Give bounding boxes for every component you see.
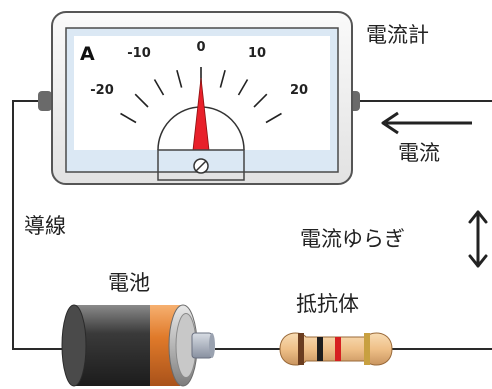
- scale-label-20: 20: [290, 83, 308, 98]
- resistor: [279, 332, 393, 366]
- scale-tick: [237, 79, 249, 96]
- resistor-band-3: [335, 337, 341, 361]
- resistor-label: 抵抗体: [296, 292, 359, 316]
- current-arrow: [381, 111, 472, 135]
- resistor-band-1: [298, 333, 304, 365]
- unit-letter: A: [80, 43, 95, 65]
- scale-tick: [253, 93, 268, 108]
- wire-label: 導線: [24, 214, 66, 238]
- battery-label: 電池: [108, 271, 150, 295]
- scale-tick: [134, 93, 149, 108]
- zero-adjust-screw: [193, 158, 209, 174]
- scale-tick: [265, 112, 282, 124]
- left-terminal: [38, 91, 52, 111]
- scale-label-zero: 0: [196, 40, 205, 55]
- wire: [12, 100, 492, 350]
- scale-tick: [153, 79, 165, 96]
- scale-tick: [120, 112, 137, 124]
- up-down-arrow-icon: [468, 210, 488, 268]
- fluctuation-label: 電流ゆらぎ: [300, 227, 405, 251]
- scale-label-10: 10: [248, 46, 266, 61]
- scale-tick: [176, 69, 183, 88]
- zero-adjust-panel: [157, 149, 245, 181]
- battery: [61, 304, 215, 387]
- scale-label-minus-10: -10: [127, 46, 151, 61]
- scale-labels: -20 -10 0 10 20: [90, 40, 308, 98]
- resistor-band-4: [364, 333, 370, 365]
- scale-label-minus-20: -20: [90, 83, 114, 98]
- ammeter-label: 電流計: [366, 23, 429, 47]
- resistor-band-2: [317, 337, 323, 361]
- ammeter: -20 -10 0 10 20 A: [38, 11, 360, 185]
- scale-tick: [219, 69, 226, 88]
- current-label: 電流: [398, 141, 440, 165]
